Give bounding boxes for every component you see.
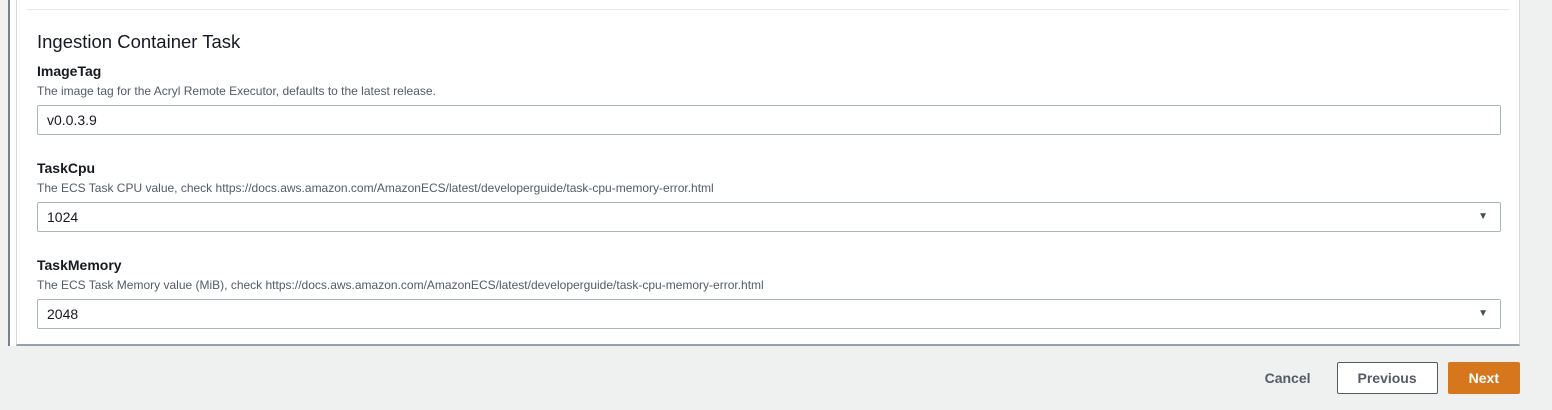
dropdown-arrow-icon: ▼ <box>1478 308 1488 320</box>
taskmemory-description: The ECS Task Memory value (MiB), check h… <box>37 278 764 292</box>
field-group-imagetag: ImageTag The image tag for the Acryl Rem… <box>37 62 1501 135</box>
taskcpu-description: The ECS Task CPU value, check https://do… <box>37 181 714 195</box>
taskmemory-select[interactable]: 2048 ▼ <box>37 299 1501 329</box>
previous-button[interactable]: Previous <box>1336 362 1438 394</box>
taskmemory-selected-value: 2048 <box>47 306 79 322</box>
field-group-taskmemory: TaskMemory The ECS Task Memory value (Mi… <box>37 256 1501 329</box>
left-gutter <box>0 0 8 346</box>
taskcpu-select[interactable]: 1024 ▼ <box>37 202 1501 232</box>
taskcpu-selected-value: 1024 <box>47 209 79 225</box>
section-title: Ingestion Container Task <box>37 31 241 52</box>
panel-divider-line <box>8 0 10 346</box>
field-group-taskcpu: TaskCpu The ECS Task CPU value, check ht… <box>37 159 1501 232</box>
taskcpu-label: TaskCpu <box>37 160 96 176</box>
section-divider <box>27 9 1509 10</box>
dropdown-arrow-icon: ▼ <box>1478 211 1488 223</box>
cancel-button[interactable]: Cancel <box>1265 362 1311 394</box>
panel-gap <box>10 0 16 346</box>
imagetag-label: ImageTag <box>37 63 102 79</box>
next-button[interactable]: Next <box>1447 362 1520 394</box>
imagetag-input[interactable] <box>37 105 1501 135</box>
parameters-card: Ingestion Container Task ImageTag The im… <box>16 0 1520 346</box>
imagetag-description: The image tag for the Acryl Remote Execu… <box>37 84 436 98</box>
wizard-footer: Cancel Previous Next <box>10 346 1552 410</box>
taskmemory-label: TaskMemory <box>37 257 122 273</box>
